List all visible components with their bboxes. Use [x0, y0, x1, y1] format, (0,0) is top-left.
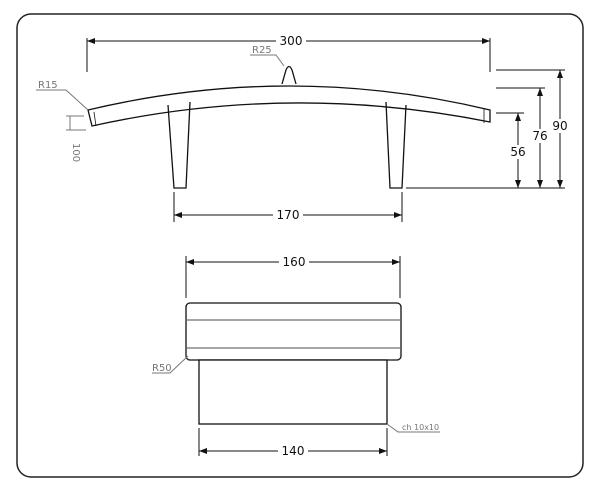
dim-height-56: 56	[510, 145, 525, 159]
seat-top	[185, 302, 402, 361]
dim-height-90: 90	[552, 119, 567, 133]
dim-base-width: 140	[282, 444, 305, 458]
bench-seat-profile	[87, 85, 491, 127]
sheet-border	[16, 13, 584, 478]
label-end-thickness: 100	[70, 143, 81, 162]
base-block	[198, 359, 388, 425]
label-radius-front: R50	[152, 363, 172, 374]
side-view	[87, 65, 491, 189]
dim-overall-length: 300	[280, 34, 303, 48]
label-chamfer: ch 10x10	[402, 423, 439, 432]
center-fin	[281, 65, 297, 85]
dim-height-76: 76	[532, 129, 547, 143]
label-radius-top: R25	[252, 45, 272, 56]
dim-leg-spacing: 170	[277, 208, 300, 222]
side-dimensions	[36, 38, 565, 222]
left-leg	[167, 101, 191, 189]
right-leg	[385, 101, 407, 189]
label-radius-end: R15	[38, 80, 58, 91]
front-view	[185, 302, 402, 425]
dim-top-width: 160	[283, 255, 306, 269]
